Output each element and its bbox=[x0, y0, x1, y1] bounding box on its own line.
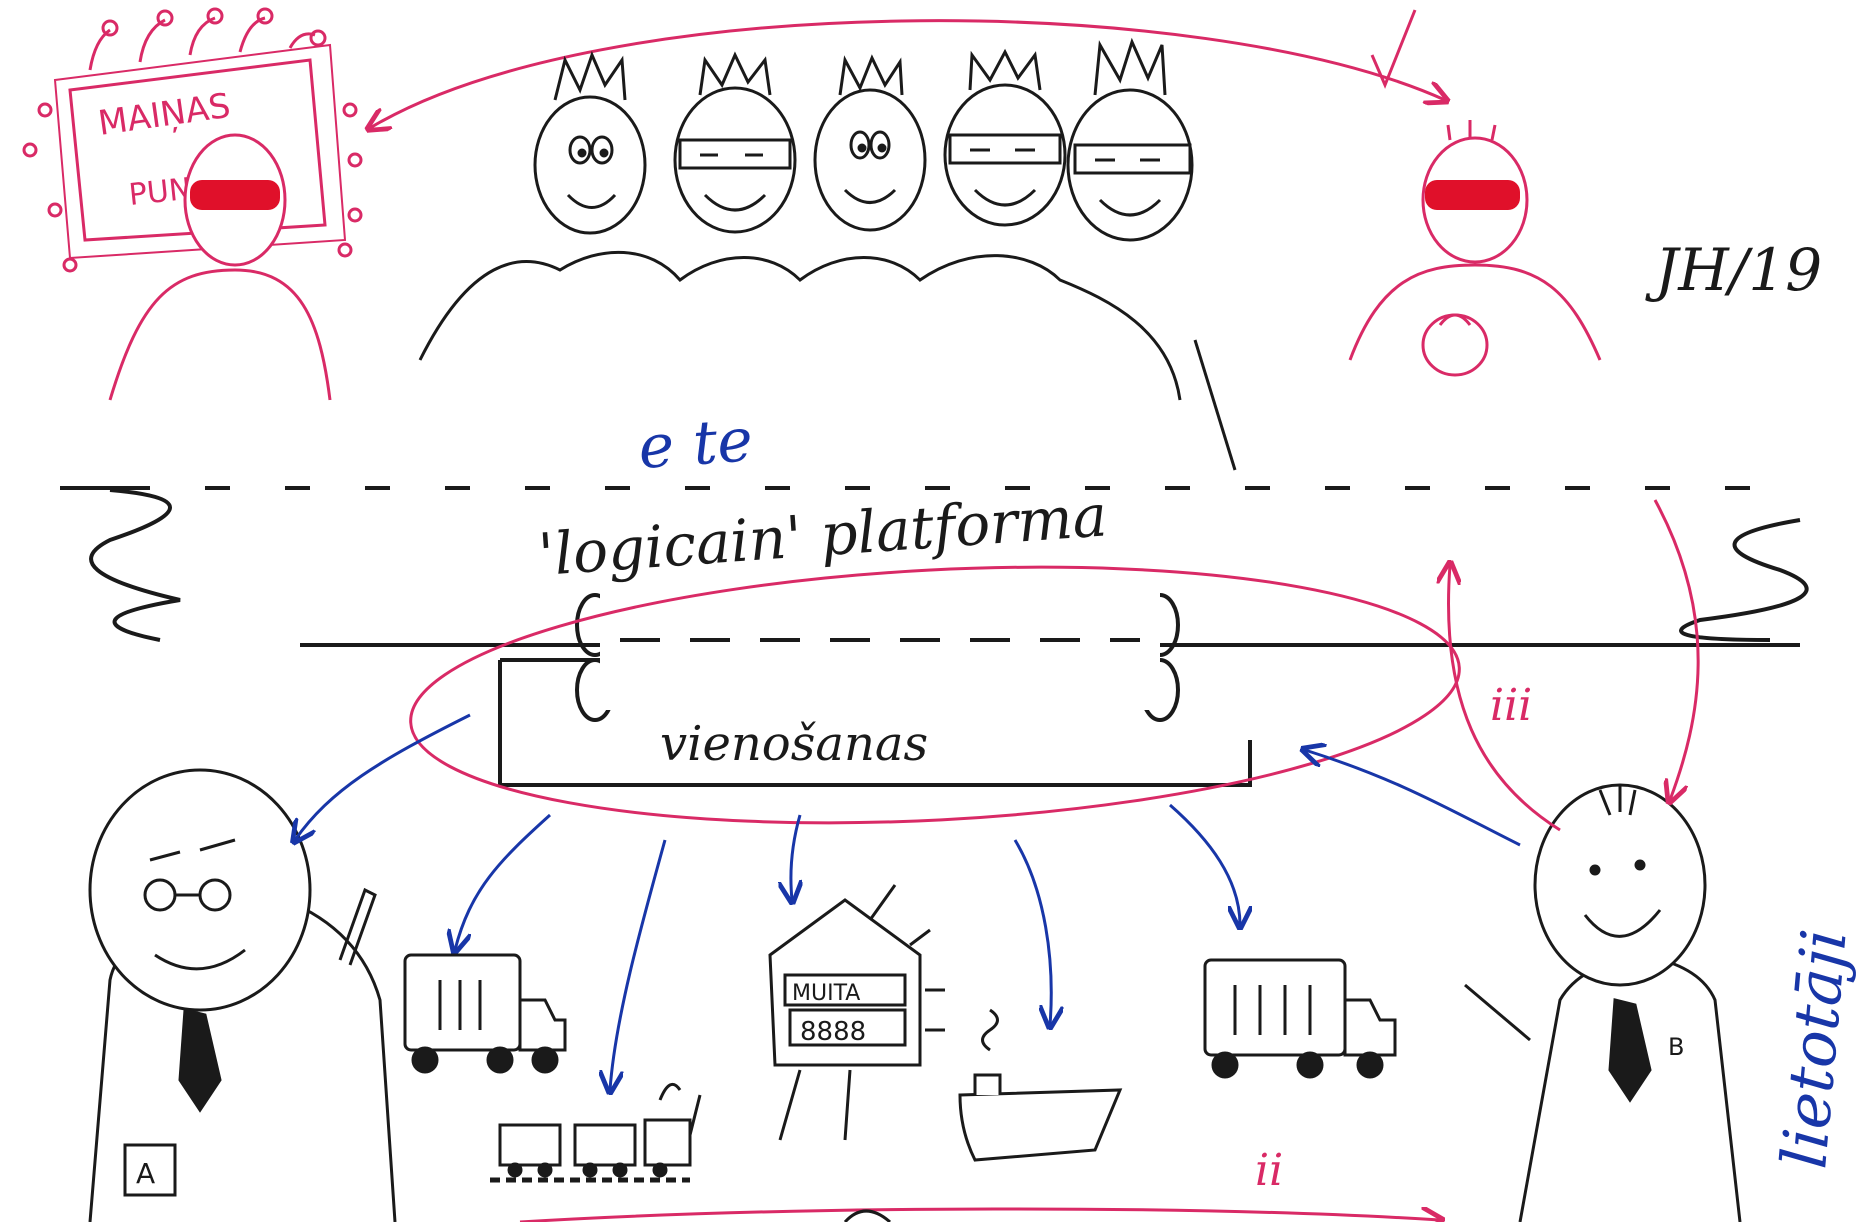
masked-operator-left bbox=[108, 133, 332, 401]
customs-house bbox=[768, 884, 945, 1141]
badge-b: B bbox=[1668, 1033, 1684, 1061]
badge-a: A bbox=[136, 1157, 155, 1190]
sign-line2: PUN bbox=[127, 172, 193, 213]
customs-label: MUITA bbox=[792, 981, 860, 1006]
arrow-down-right bbox=[1653, 499, 1700, 800]
distribution-arrows bbox=[295, 713, 1521, 1090]
mark-iii: iii bbox=[1490, 680, 1532, 731]
truck-right bbox=[1203, 958, 1397, 1079]
mark-ii: ii bbox=[1255, 1145, 1283, 1196]
check-mark bbox=[1370, 9, 1417, 89]
platform-label: 'logicain' platforma bbox=[536, 481, 1109, 589]
crowd bbox=[418, 37, 1194, 401]
users-label-right: lietotāji bbox=[1767, 926, 1861, 1171]
top-exchange-arrow bbox=[370, 19, 1445, 128]
arrow-ii bbox=[519, 1209, 1440, 1222]
exchange-point-sign bbox=[22, 7, 363, 273]
signature: JH/19 bbox=[1645, 236, 1822, 304]
agreement-ellipse bbox=[409, 565, 1461, 825]
bottom-arch bbox=[843, 1209, 891, 1222]
hanging-arrow bbox=[1193, 339, 1237, 471]
censor-block bbox=[600, 590, 1160, 710]
sign-line1: MAIŅAS bbox=[96, 86, 233, 144]
masked-operator-right bbox=[1348, 120, 1602, 377]
truck-left bbox=[403, 953, 567, 1074]
person-b bbox=[1464, 783, 1742, 1222]
train bbox=[490, 1082, 702, 1183]
person-a bbox=[88, 768, 397, 1222]
arrow-iii bbox=[1448, 565, 1561, 832]
agreement-label: vienošanas bbox=[660, 716, 928, 772]
ship bbox=[958, 1008, 1123, 1162]
customs-windows: 8888 bbox=[800, 1017, 866, 1047]
users-label-top: e te bbox=[636, 405, 755, 483]
